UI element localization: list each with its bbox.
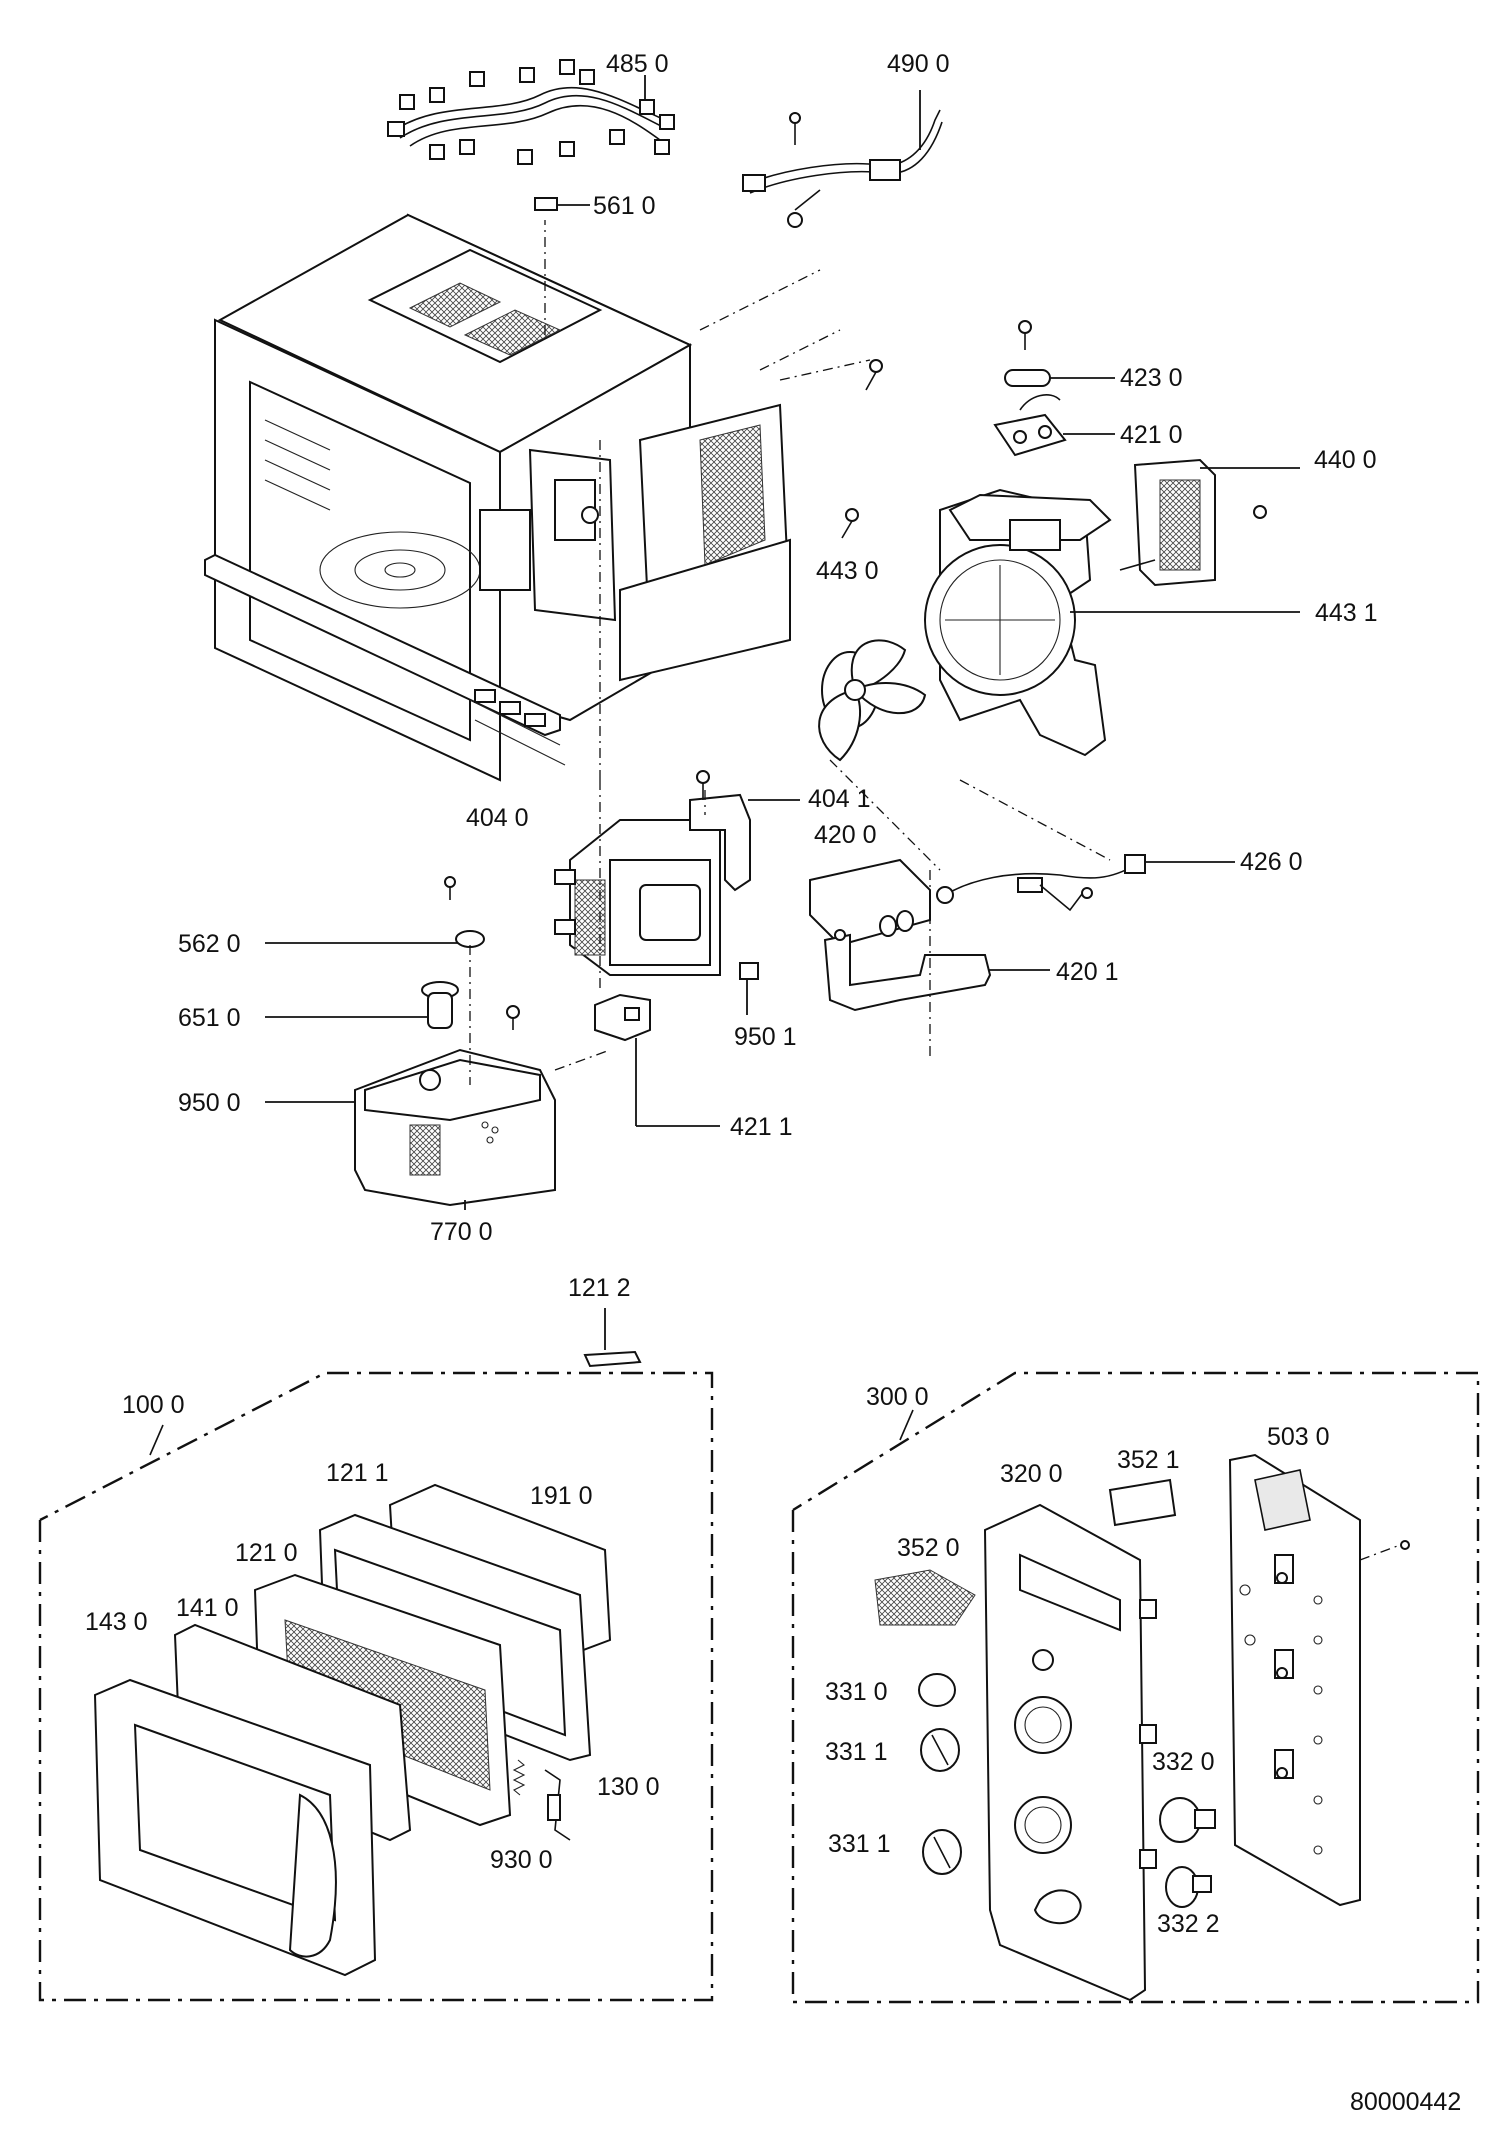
label-320-0: 320 0 [1000, 1460, 1063, 1488]
label-561-0: 561 0 [593, 192, 656, 220]
label-332-0: 332 0 [1152, 1748, 1215, 1776]
capacitor-bracket-part [823, 929, 992, 1012]
thermal-cutout-part [993, 394, 1067, 457]
label-352-1: 352 1 [1117, 1446, 1180, 1474]
label-490-0: 490 0 [887, 50, 950, 78]
label-485-0: 485 0 [606, 50, 669, 78]
label-562-0: 562 0 [178, 930, 241, 958]
label-420-0: 420 0 [814, 821, 877, 849]
label-770-0: 770 0 [430, 1218, 493, 1246]
hv-diode-part [936, 854, 1146, 912]
label-503-0: 503 0 [1267, 1423, 1330, 1451]
label-440-0: 440 0 [1314, 446, 1377, 474]
screw-part [841, 359, 883, 539]
lamp-cover-part [354, 1048, 556, 1207]
fan-bracket-part [924, 488, 1112, 757]
label-121-0: 121 0 [235, 1539, 298, 1567]
label-100-0: 100 0 [122, 1391, 185, 1419]
thermostat-part [444, 876, 485, 948]
label-130-0: 130 0 [597, 1773, 660, 1801]
label-651-0: 651 0 [178, 1004, 241, 1032]
label-141-0: 141 0 [176, 1594, 239, 1622]
label-121-2: 121 2 [568, 1274, 631, 1302]
leader-lines [265, 75, 1300, 1350]
air-guide-part [1119, 458, 1267, 587]
power-cord-part [742, 109, 943, 228]
fan-blade-part [818, 639, 927, 762]
label-300-0: 300 0 [866, 1383, 929, 1411]
label-191-0: 191 0 [530, 1482, 593, 1510]
label-950-1: 950 1 [734, 1023, 797, 1051]
label-421-1: 421 1 [730, 1113, 793, 1141]
oven-cavity-chassis-part [204, 213, 871, 785]
label-930-0: 930 0 [490, 1846, 553, 1874]
fuse-part [739, 962, 759, 980]
document-number: 80000442 [1350, 2088, 1461, 2116]
label-352-0: 352 0 [897, 1534, 960, 1562]
label-426-0: 426 0 [1240, 848, 1303, 876]
label-404-1: 404 1 [808, 785, 871, 813]
label-421-0: 421 0 [1120, 421, 1183, 449]
lamp-part [421, 981, 520, 1030]
door-assembly-group [38, 1371, 714, 2002]
magnetron-bracket-part [689, 770, 751, 892]
resistor-part [1004, 320, 1051, 387]
label-331-1-b: 331 1 [828, 1830, 891, 1858]
label-121-1: 121 1 [326, 1459, 389, 1487]
part-labels: 485 0 490 0 561 0 423 0 421 0 440 0 443 … [85, 50, 1461, 2116]
label-950-0: 950 0 [178, 1089, 241, 1117]
label-404-0: 404 0 [466, 804, 529, 832]
label-143-0: 143 0 [85, 1608, 148, 1636]
label-423-0: 423 0 [1120, 364, 1183, 392]
relay-part [594, 993, 651, 1042]
label-443-0: 443 0 [816, 557, 879, 585]
label-443-1: 443 1 [1315, 599, 1378, 627]
label-420-1: 420 1 [1056, 958, 1119, 986]
label-331-1-a: 331 1 [825, 1738, 888, 1766]
control-panel-assembly-group [791, 1371, 1480, 2004]
label-332-2: 332 2 [1157, 1910, 1220, 1938]
wiring-harness-part [387, 59, 675, 165]
spring-part [583, 1350, 642, 1368]
label-331-0: 331 0 [825, 1678, 888, 1706]
capacitor-part [809, 858, 931, 947]
screw-part [534, 197, 558, 211]
magnetron-part [554, 819, 721, 976]
